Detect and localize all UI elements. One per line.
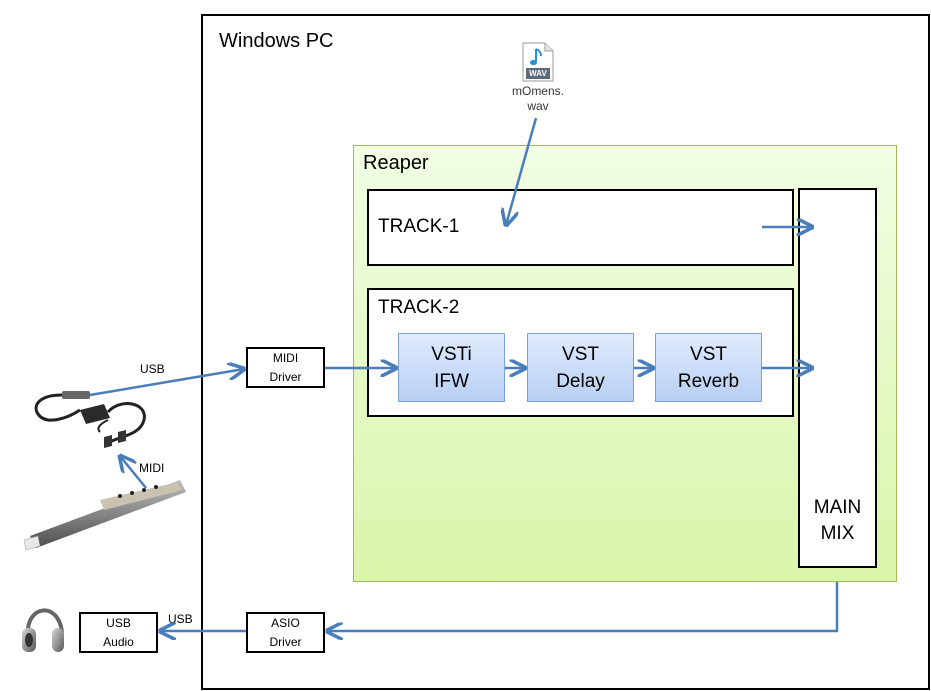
mix-to-asio-arrow: [327, 582, 839, 631]
wav-file-name-line1: mOmens.: [511, 84, 564, 98]
midi-driver-line2: Driver: [269, 370, 302, 384]
vsti-ifw-line1: VSTi: [431, 343, 472, 365]
wav-file-icon: WAV: [522, 42, 554, 82]
vst-delay-box: VST Delay: [527, 333, 634, 402]
asio-driver-line1: ASIO: [271, 616, 300, 630]
wav-file-name-line2: wav: [527, 99, 549, 113]
track-1-box: [367, 189, 794, 266]
vsti-ifw-line2: IFW: [434, 370, 469, 392]
wav-file-name: mOmens. wav: [498, 84, 578, 114]
headphones-icon: [22, 608, 64, 652]
usb-audio-line2: Audio: [103, 635, 134, 649]
usb-label-top: USB: [140, 362, 165, 376]
vst-delay-line2: Delay: [556, 370, 605, 392]
midi-driver-line1: MIDI: [272, 351, 299, 365]
main-mix-label: MAIN MIX: [798, 495, 877, 547]
main-mix-line2: MIX: [820, 523, 855, 544]
usb-audio-line1: USB: [106, 616, 131, 630]
wav-to-track1-arrow: [506, 117, 538, 225]
midi-label: MIDI: [139, 461, 165, 475]
connection-arrows: [89, 117, 839, 631]
vst-delay-line1: VST: [562, 343, 599, 365]
vst-reverb-line2: Reverb: [677, 370, 740, 392]
track-1-label: TRACK-1: [378, 216, 460, 237]
track-2-label: TRACK-2: [378, 297, 460, 318]
wind-controller-illustration: [23, 480, 186, 551]
main-mix-line1: MAIN: [813, 497, 862, 518]
vst-reverb-box: VST Reverb: [655, 333, 762, 402]
usb-audio-box: USB Audio: [79, 612, 158, 653]
usb-midi-cable-illustration: [34, 391, 146, 448]
asio-driver-line2: Driver: [269, 635, 302, 649]
main-mix-box: [798, 188, 877, 568]
windows-pc-title: Windows PC: [219, 30, 334, 52]
reaper-title: Reaper: [363, 152, 429, 174]
asio-driver-box: ASIO Driver: [246, 612, 325, 653]
wav-badge: WAV: [529, 69, 547, 78]
midi-up-arrow: [120, 456, 147, 489]
vsti-ifw-box: VSTi IFW: [398, 333, 505, 402]
vst-reverb-line1: VST: [690, 343, 727, 365]
usb-in-arrow: [89, 369, 244, 397]
midi-driver-box: MIDI Driver: [246, 347, 325, 388]
